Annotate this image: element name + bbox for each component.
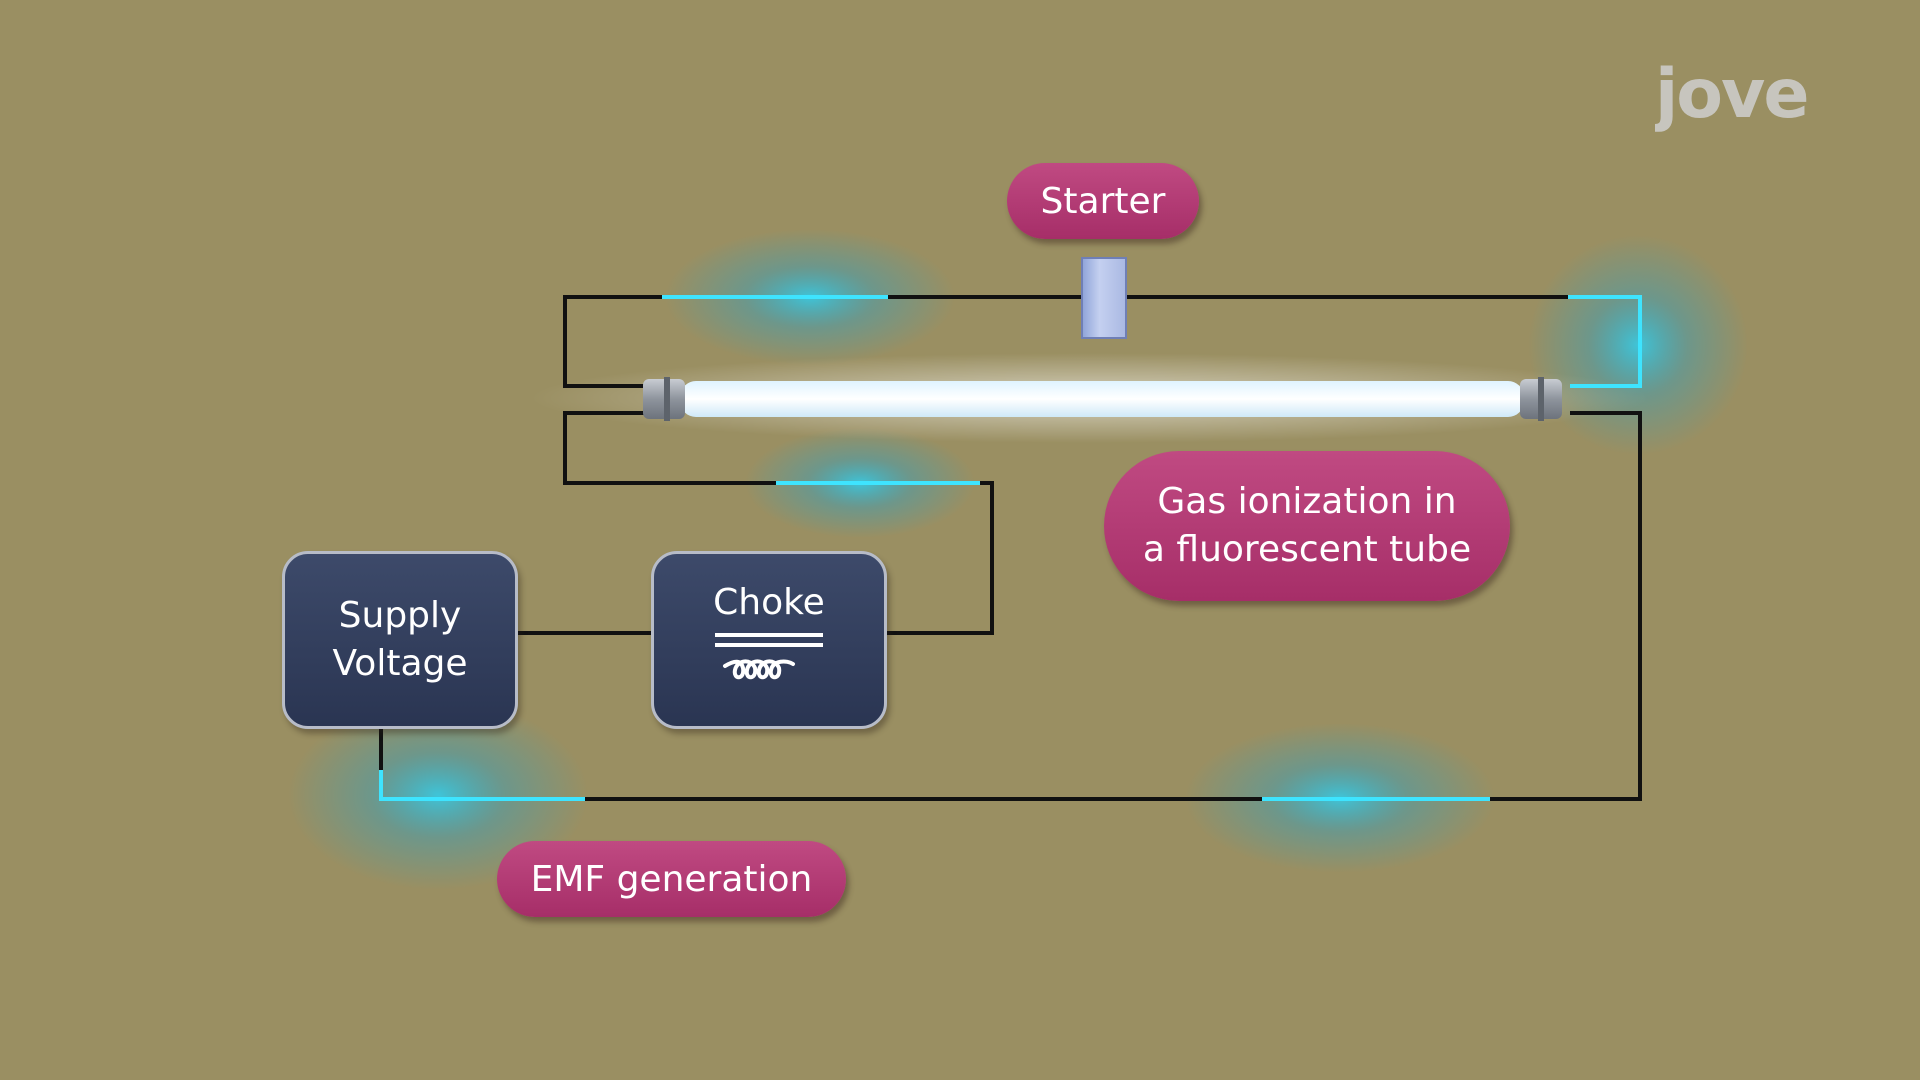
gas-ionization-label: Gas ionization in a fluorescent tube bbox=[1104, 451, 1510, 601]
supply-label-line2: Voltage bbox=[332, 643, 468, 684]
emf-generation-label: EMF generation bbox=[497, 841, 846, 917]
inductor-coil-icon bbox=[715, 633, 823, 680]
fluorescent-tube bbox=[643, 377, 1562, 421]
jove-logo: jove bbox=[1655, 55, 1809, 134]
glow-seg-right bbox=[1568, 295, 1642, 388]
gas-label-line2: a fluorescent tube bbox=[1142, 529, 1472, 570]
starter-label-text: Starter bbox=[1040, 180, 1166, 222]
starter-label: Starter bbox=[1007, 163, 1199, 239]
gas-label-line1: Gas ionization in bbox=[1157, 481, 1457, 522]
glow-halos bbox=[288, 229, 1748, 890]
supply-label-line1: Supply bbox=[338, 595, 462, 636]
emf-label-text: EMF generation bbox=[530, 858, 813, 900]
supply-voltage-box: Supply Voltage bbox=[282, 551, 518, 729]
glow-bottom-left bbox=[288, 700, 588, 890]
choke-label: Choke bbox=[713, 582, 825, 623]
jove-logo-text: jove bbox=[1655, 55, 1807, 134]
starter-block-icon bbox=[1081, 257, 1127, 339]
glowing-segments bbox=[379, 295, 1642, 801]
choke-box: Choke bbox=[651, 551, 887, 729]
glow-seg-bottom-left bbox=[379, 770, 585, 801]
